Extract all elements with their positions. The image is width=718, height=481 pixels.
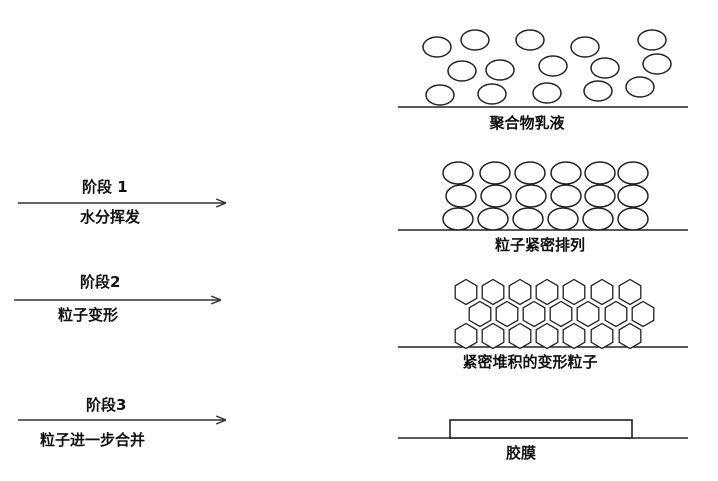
stage-1-title: 阶段 1 (82, 178, 128, 196)
deformed-particle (549, 300, 573, 328)
emulsion-particle (515, 29, 545, 51)
packed-particle (547, 207, 579, 231)
deformed-particles (454, 278, 655, 350)
emulsion-particle (590, 57, 620, 79)
emulsion-particles (422, 29, 672, 106)
stage-2-title: 阶段2 (80, 273, 121, 291)
emulsion-particle (583, 80, 613, 102)
emulsion-particle (570, 36, 600, 58)
stage-2-action: 粒子变形 (58, 306, 119, 324)
packed-particle (617, 207, 649, 231)
deformed-particle (535, 322, 559, 350)
caption-packed: 粒子紧密排列 (494, 236, 586, 254)
packed-particle (582, 207, 614, 231)
film-layer (449, 419, 633, 439)
deformed-particle (508, 322, 532, 350)
deformed-particle (618, 278, 642, 306)
emulsion-particle (642, 53, 672, 75)
emulsion-particle (447, 60, 477, 82)
emulsion-particle (425, 84, 455, 106)
packed-particle (584, 161, 616, 185)
deformed-particle (481, 322, 505, 350)
emulsion-particle (532, 82, 562, 104)
packed-particle (442, 161, 474, 185)
deformed-particle (481, 278, 505, 306)
packed-particle (514, 161, 546, 185)
deformed-particle (535, 278, 559, 306)
deformed-particle (454, 322, 478, 350)
deformed-particle (562, 278, 586, 306)
deformed-particle (590, 322, 614, 350)
stage-3-action: 粒子进一步合并 (40, 431, 146, 449)
packed-particle (480, 184, 512, 208)
deformed-particle (468, 300, 492, 328)
deformed-particle (631, 300, 655, 328)
packed-particles (442, 161, 649, 231)
deformed-particle (454, 278, 478, 306)
deformed-particle (618, 322, 642, 350)
emulsion-particle (625, 76, 655, 98)
deformed-particle (562, 322, 586, 350)
packed-particle (617, 161, 649, 185)
deformed-particle (495, 300, 519, 328)
emulsion-particle (538, 55, 568, 77)
packed-particle (515, 184, 547, 208)
emulsion-particle (637, 29, 667, 51)
caption-emulsion: 聚合物乳液 (489, 114, 565, 132)
deformed-particle (576, 300, 600, 328)
emulsion-particle (460, 29, 490, 51)
packed-particle (442, 207, 474, 231)
emulsion-particle (477, 83, 507, 105)
packed-particle (617, 184, 649, 208)
packed-particle (479, 161, 511, 185)
caption-deformed: 紧密堆积的变形粒子 (462, 353, 598, 371)
packed-particle (550, 184, 582, 208)
emulsion-particle (485, 59, 515, 81)
caption-film: 胶膜 (505, 444, 537, 462)
packed-particle (445, 184, 477, 208)
stage-3-title: 阶段3 (86, 396, 127, 414)
emulsion-particle (422, 36, 452, 58)
deformed-particle (590, 278, 614, 306)
packed-particle (584, 184, 616, 208)
stage-1-action: 水分挥发 (80, 208, 141, 226)
packed-particle (477, 207, 509, 231)
deformed-particle (604, 300, 628, 328)
packed-particle (550, 161, 582, 185)
packed-particle (512, 207, 544, 231)
deformed-particle (522, 300, 546, 328)
deformed-particle (508, 278, 532, 306)
